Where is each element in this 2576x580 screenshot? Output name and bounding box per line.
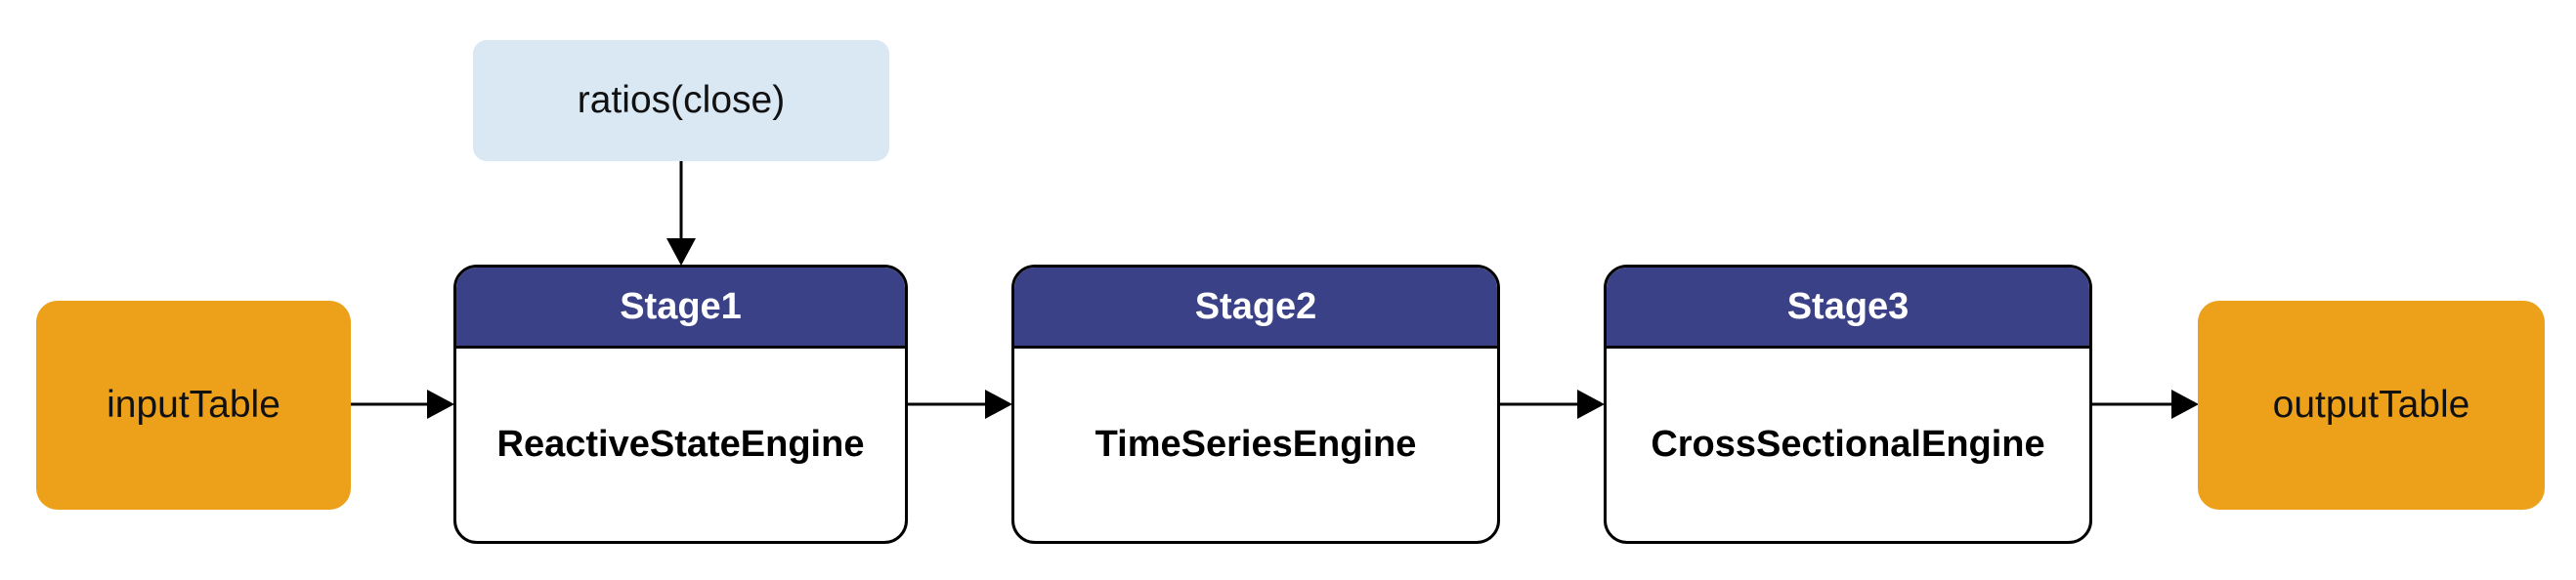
stage-3-header: Stage3	[1607, 268, 2089, 349]
stage-3-title: Stage3	[1786, 285, 1910, 327]
arrowhead-stage2-to-stage3	[1577, 390, 1605, 419]
arrowhead-input-to-stage1	[427, 390, 454, 419]
stage-2-title: Stage2	[1194, 285, 1317, 327]
arrowhead-note-to-stage1	[666, 238, 696, 266]
stage-2-body: TimeSeriesEngine	[1014, 349, 1497, 541]
stage-1-node: Stage1 ReactiveStateEngine	[453, 265, 908, 544]
input-table-node: inputTable	[36, 301, 351, 510]
ratios-note-label: ratios(close)	[577, 79, 786, 121]
arrowhead-stage1-to-stage2	[985, 390, 1012, 419]
stage-1-title: Stage1	[620, 285, 742, 327]
stage-2-engine: TimeSeriesEngine	[1095, 424, 1417, 465]
output-table-label: outputTable	[2272, 384, 2470, 426]
ratios-note-node: ratios(close)	[473, 40, 889, 161]
stage-3-engine: CrossSectionalEngine	[1651, 424, 2045, 465]
stage-2-header: Stage2	[1014, 268, 1497, 349]
input-table-label: inputTable	[107, 384, 280, 426]
stage-1-header: Stage1	[456, 268, 905, 349]
arrowhead-stage3-to-output	[2171, 390, 2199, 419]
output-table-node: outputTable	[2198, 301, 2545, 510]
stage-1-body: ReactiveStateEngine	[456, 349, 905, 541]
stage-2-node: Stage2 TimeSeriesEngine	[1011, 265, 1500, 544]
stage-1-engine: ReactiveStateEngine	[496, 424, 865, 465]
stage-3-body: CrossSectionalEngine	[1607, 349, 2089, 541]
stage-3-node: Stage3 CrossSectionalEngine	[1604, 265, 2092, 544]
